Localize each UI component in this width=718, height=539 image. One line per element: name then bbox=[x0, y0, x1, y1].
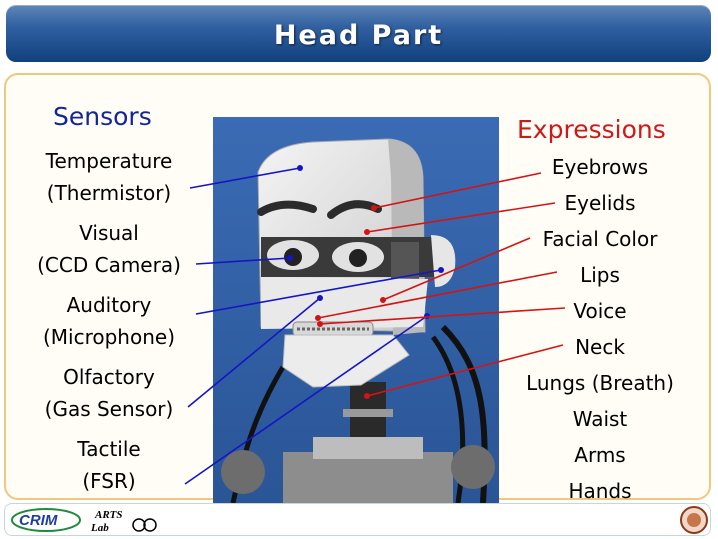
sensor-name: Auditory bbox=[66, 293, 152, 317]
crim-logo-text: CRIM bbox=[19, 512, 58, 529]
visual-connector bbox=[195, 257, 291, 265]
neck-connector bbox=[366, 344, 564, 397]
sensor-name: Visual bbox=[79, 221, 139, 245]
sensor-visual: Visual (CCD Camera) bbox=[14, 217, 204, 281]
expression-item: Facial Color bbox=[542, 227, 658, 251]
sensor-tactile: Tactile (FSR) bbox=[14, 433, 204, 497]
arts-logo-text: ARTS bbox=[94, 509, 123, 521]
facial-color-connector bbox=[382, 237, 531, 301]
sensor-name: Temperature bbox=[45, 149, 173, 173]
sensor-device: (Gas Sensor) bbox=[44, 397, 174, 421]
expression-item: Waist bbox=[572, 407, 628, 431]
expression-item: Neck bbox=[575, 335, 625, 359]
eyebrows-connector bbox=[373, 172, 542, 209]
eyelids-connector bbox=[366, 202, 556, 233]
expression-item: Eyelids bbox=[564, 191, 636, 215]
olfactory-connector bbox=[187, 297, 321, 408]
sensors-heading: Sensors bbox=[53, 102, 152, 131]
sensor-name: Tactile bbox=[77, 437, 141, 461]
sensor-device: (CCD Camera) bbox=[37, 253, 181, 277]
expression-item: Voice bbox=[573, 299, 627, 323]
slide-title: Head Part bbox=[273, 20, 444, 51]
auditory-connector bbox=[195, 269, 442, 315]
sensor-name: Olfactory bbox=[63, 365, 155, 389]
footer-bar: CRIM ARTS Lab bbox=[4, 503, 711, 536]
expression-item: Eyebrows bbox=[551, 155, 649, 179]
lips-connector bbox=[317, 271, 558, 319]
tactile-connector bbox=[184, 315, 428, 485]
expression-item: Arms bbox=[574, 443, 626, 467]
temperature-connector bbox=[189, 167, 301, 189]
arts-lab-logo: ARTS Lab bbox=[90, 509, 157, 534]
sensor-temperature: Temperature (Thermistor) bbox=[14, 145, 204, 209]
crim-logo: CRIM bbox=[11, 508, 81, 532]
sensor-olfactory: Olfactory (Gas Sensor) bbox=[14, 361, 204, 425]
university-seal-icon bbox=[680, 506, 708, 534]
sensor-device: (Microphone) bbox=[42, 325, 176, 349]
expressions-heading: Expressions bbox=[517, 115, 666, 144]
expression-item: Hands bbox=[568, 479, 632, 503]
lab-logo-text: Lab bbox=[90, 522, 109, 534]
sensor-auditory: Auditory (Microphone) bbox=[14, 289, 204, 353]
expression-item: Lips bbox=[580, 263, 620, 287]
sensor-device: (FSR) bbox=[82, 469, 136, 493]
sensor-device: (Thermistor) bbox=[46, 181, 172, 205]
expression-item: Lungs (Breath) bbox=[526, 371, 674, 395]
voice-connector bbox=[319, 307, 566, 325]
title-bar: Head Part bbox=[6, 5, 711, 62]
